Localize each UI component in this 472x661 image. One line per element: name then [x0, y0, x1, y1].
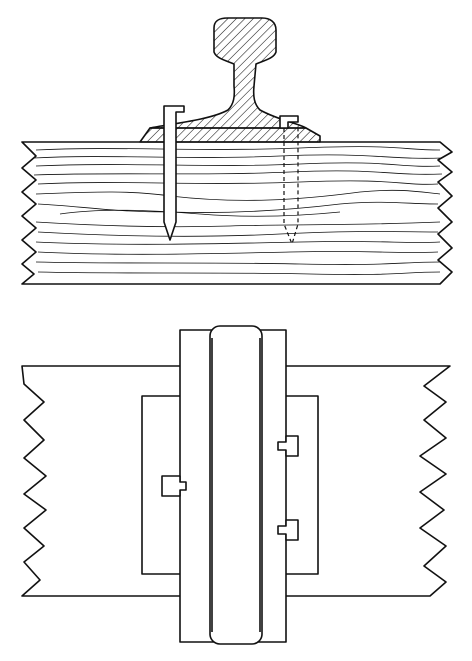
rail-head-plan: [209, 325, 263, 645]
wooden-tie-plan: [21, 365, 451, 597]
rail-spike-right-head: [279, 115, 299, 129]
wooden-tie-section: [21, 141, 453, 285]
section-view: [21, 17, 453, 285]
rail-spike-right-hidden: [283, 128, 299, 245]
spike-head-right-upper: [277, 435, 299, 457]
tie-plate-section: [139, 127, 321, 143]
rail-spike-left: [163, 105, 185, 241]
plan-view: [21, 325, 451, 645]
spike-head-left: [161, 475, 187, 497]
spike-head-right-lower: [277, 519, 299, 541]
rail-section: [149, 17, 307, 129]
wood-grain: [33, 146, 443, 275]
